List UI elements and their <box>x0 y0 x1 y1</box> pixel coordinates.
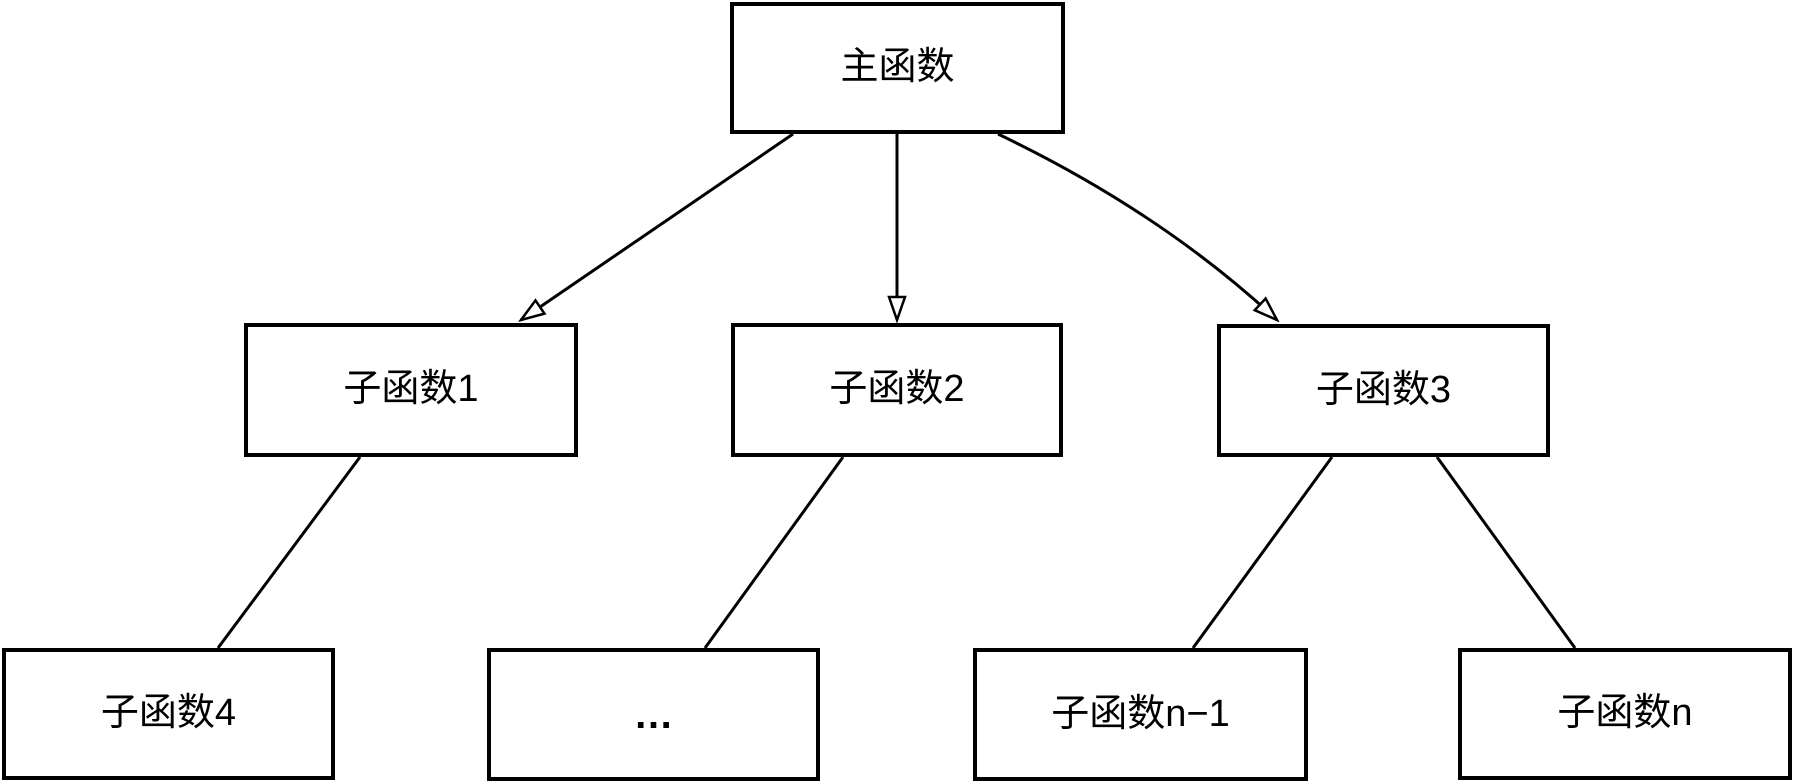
node-sub-function-n-minus-1: 子函数n−1 <box>973 648 1308 781</box>
edge-sub3-subn1 <box>1191 456 1334 649</box>
edge-sub2-dots <box>703 456 845 649</box>
edge-main-sub3 <box>997 132 1277 320</box>
node-sub-function-n-minus-1-label: 子函数n−1 <box>1051 692 1230 735</box>
node-sub-function-3: 子函数3 <box>1217 324 1550 457</box>
node-sub-function-n: 子函数n <box>1458 648 1792 780</box>
node-ellipsis-label: … <box>633 692 674 737</box>
edge-main-sub1 <box>521 132 794 320</box>
node-main-function: 主函数 <box>730 2 1065 134</box>
node-ellipsis: … <box>487 648 820 781</box>
node-sub-function-2-label: 子函数2 <box>829 368 965 411</box>
node-sub-function-4: 子函数4 <box>2 648 335 780</box>
node-sub-function-1-label: 子函数1 <box>343 368 479 411</box>
node-sub-function-n-label: 子函数n <box>1557 692 1693 735</box>
node-sub-function-4-label: 子函数4 <box>100 692 237 735</box>
node-sub-function-3-label: 子函数3 <box>1315 368 1452 411</box>
node-sub-function-1: 子函数1 <box>244 323 578 457</box>
node-main-function-label: 主函数 <box>840 46 955 89</box>
edge-sub3-subn <box>1435 456 1577 649</box>
node-sub-function-2: 子函数2 <box>731 323 1063 457</box>
edge-sub1-sub4 <box>216 456 362 649</box>
